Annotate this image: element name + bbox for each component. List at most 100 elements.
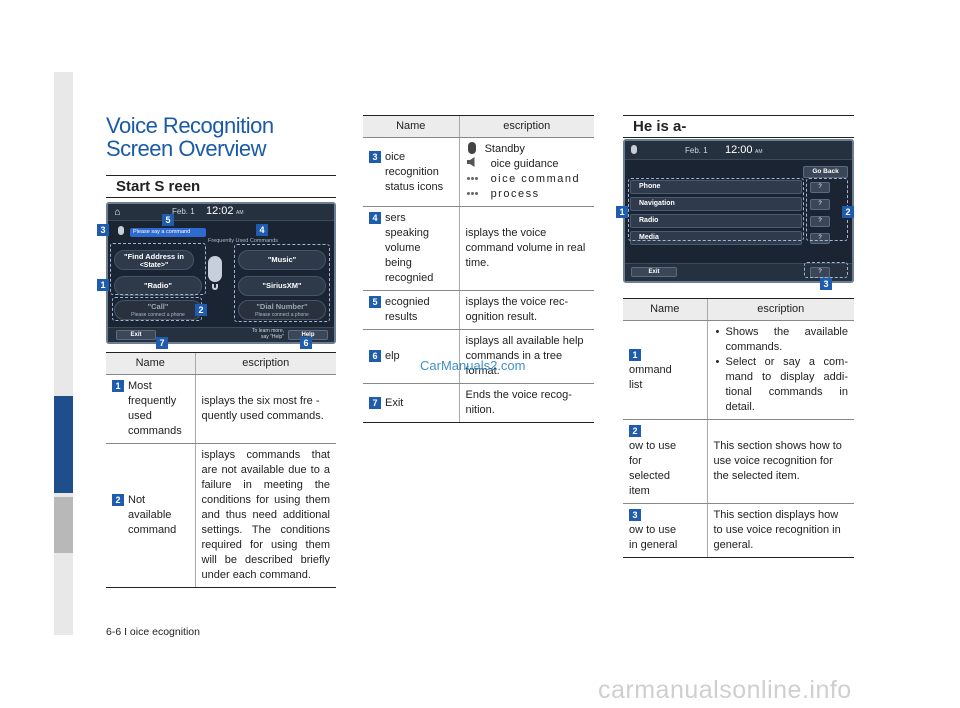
table-header-name: Name xyxy=(106,352,195,375)
siriusxm-button[interactable]: "SiriusXM" xyxy=(238,276,326,296)
music-button[interactable]: "Music" xyxy=(238,250,326,270)
table-row: 3 oice recognition status icons Standby o… xyxy=(363,137,594,207)
help-list-item-phone[interactable]: Phone xyxy=(630,180,802,194)
table-row: 2ow to use for selected item This sectio… xyxy=(623,419,854,504)
dial-number-button[interactable]: "Dial Number"Please connect a phone xyxy=(238,300,326,320)
screen-ampm: AM xyxy=(755,149,763,155)
callout-3: 3 xyxy=(97,224,109,236)
help-question-button[interactable]: ? xyxy=(810,233,830,244)
row-number: 3 xyxy=(629,509,641,521)
table-header-description: escription xyxy=(706,298,854,321)
row-number: 1 xyxy=(112,380,124,392)
row-description: isplays all available help commands in a… xyxy=(459,329,594,384)
table-row: 4 sers speaking volume being recognied is… xyxy=(363,206,594,291)
screen-date: Feb. 1 xyxy=(685,146,708,155)
row-name: oice recognition status icons xyxy=(385,150,444,193)
status-mic-icon xyxy=(118,226,124,235)
page-footer: 6-6 I oice ecognition xyxy=(106,626,200,638)
watermark-text: CarManuals2.com xyxy=(420,358,526,373)
screen-time: 12:02 xyxy=(206,205,234,217)
row-number: 3 xyxy=(369,150,381,163)
standby-mic-icon xyxy=(467,142,476,154)
row-number: 4 xyxy=(369,212,381,224)
screen-bottom-bar: Exit ? xyxy=(625,263,852,281)
callout-6: 6 xyxy=(300,337,312,349)
row-name: Not available command xyxy=(128,494,177,536)
row-name: sers speaking volume being recognied xyxy=(385,212,434,284)
exit-button[interactable]: Exit xyxy=(631,267,677,277)
status-command: oice command process xyxy=(490,173,581,200)
status-standby: Standby xyxy=(484,143,525,155)
row-name: ow to use in general xyxy=(629,524,678,551)
screen-ampm: AM xyxy=(236,210,244,216)
table-header-name: Name xyxy=(623,298,707,321)
callout-1: 1 xyxy=(616,206,628,218)
row-description: isplays commands that are not available … xyxy=(195,443,336,588)
row-name: Most frequently used commands xyxy=(128,380,182,437)
call-button[interactable]: "Call"Please connect a phone xyxy=(114,300,202,320)
row-description: isplays the voice command volume in real… xyxy=(459,206,594,291)
row-description: isplays the six most fre -quently used c… xyxy=(195,374,336,444)
row-number: 7 xyxy=(369,396,381,409)
command-list-bullets: Shows the available commands. Select or … xyxy=(714,325,848,415)
row-name: ecognied results xyxy=(385,296,430,323)
list-item: Shows the available commands. xyxy=(714,325,848,355)
help-screen-image: Feb. 1 12:00 AM Go Back Phone ? Navigati… xyxy=(623,139,854,283)
go-back-button[interactable]: Go Back xyxy=(803,166,848,178)
row-name: ow to use for selected item xyxy=(629,440,677,497)
table-row: 1ommand list Shows the available command… xyxy=(623,320,854,420)
highlight-command-list xyxy=(628,178,804,241)
exit-button[interactable]: Exit xyxy=(116,330,156,340)
status-mic-icon xyxy=(631,145,637,154)
site-watermark: carmanualsonline.info xyxy=(598,676,852,704)
row-number: 6 xyxy=(369,350,381,362)
callout-5: 5 xyxy=(162,214,174,226)
middle-description-table: Name escription 3 oice recognition status… xyxy=(363,115,594,423)
status-bar: ⌂ Feb. 1 12:02 AM xyxy=(108,204,334,221)
callout-1: 1 xyxy=(97,279,109,291)
microphone-icon xyxy=(208,256,222,282)
start-screen-heading: Start S reen xyxy=(106,175,336,198)
help-list-item-navigation[interactable]: Navigation xyxy=(630,197,802,211)
table-row: 5 ecognied results isplays the voice rec-… xyxy=(363,290,594,330)
start-screen-image: ⌂ Feb. 1 12:02 AM Please say a command F… xyxy=(106,202,336,344)
highlight-right-commands xyxy=(234,244,330,322)
help-list-item-radio[interactable]: Radio xyxy=(630,214,802,228)
highlight-unavailable-command xyxy=(112,297,202,321)
table-header-description: escription xyxy=(458,115,594,138)
radio-button[interactable]: "Radio" xyxy=(114,276,202,296)
prompt-text: Please say a command xyxy=(130,228,206,237)
callout-7: 7 xyxy=(156,337,168,349)
row-name: Exit xyxy=(385,396,404,409)
speaker-icon xyxy=(466,157,475,167)
screen-time: 12:00 xyxy=(725,144,753,156)
callout-2: 2 xyxy=(195,304,207,316)
help-screen-table: Name escription 1ommand list Shows the a… xyxy=(623,298,854,558)
status-guidance: oice guidance xyxy=(490,158,559,170)
row-number: 5 xyxy=(369,296,381,308)
row-description: Ends the voice recog-nition. xyxy=(459,383,594,423)
help-question-button[interactable]: ? xyxy=(810,199,830,210)
screen-date: Feb. 1 xyxy=(172,207,195,216)
side-tab-active xyxy=(54,396,73,493)
row-description: isplays the voice rec-ognition result. xyxy=(459,290,594,330)
help-question-button[interactable]: ? xyxy=(810,182,830,193)
highlight-general-help xyxy=(804,262,848,278)
callout-2: 2 xyxy=(842,206,854,218)
help-screen-heading: He is a- xyxy=(623,115,854,138)
row-description: This section displays how to use voice r… xyxy=(707,503,854,558)
help-question-button[interactable]: ? xyxy=(810,216,830,227)
processing-icon xyxy=(466,170,478,195)
status-icons xyxy=(466,142,478,195)
callout-4: 4 xyxy=(256,224,268,236)
list-item: Select or say a com-mand to display addi… xyxy=(714,355,848,415)
row-number: 2 xyxy=(629,425,641,437)
table-header-name: Name xyxy=(363,115,459,138)
find-address-button[interactable]: "Find Address in<State>" xyxy=(114,250,194,270)
microphone-stand-icon xyxy=(212,284,218,290)
table-row: 7 Exit Ends the voice recog-nition. xyxy=(363,383,594,423)
row-number: 1 xyxy=(629,348,641,361)
